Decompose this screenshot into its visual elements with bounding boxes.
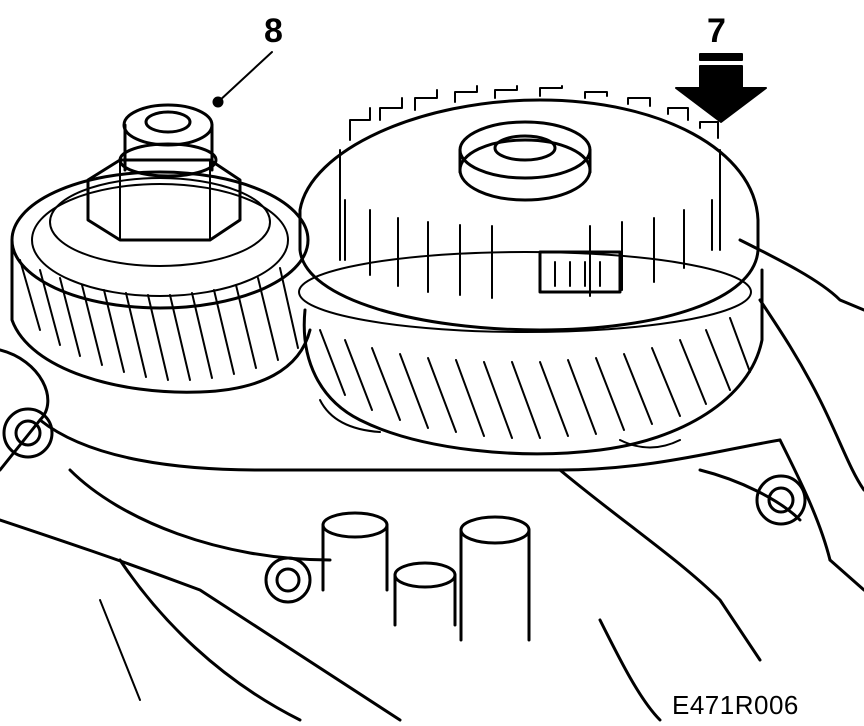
- shaft-nut: [86, 103, 242, 242]
- left-helical-gear: [10, 170, 312, 394]
- leader-dot-8: [212, 96, 224, 108]
- large-helical-gear: [302, 268, 764, 456]
- synchro-gear-assembly: [298, 85, 760, 333]
- housing: [0, 238, 864, 722]
- callout-label-7: 7: [707, 12, 726, 50]
- bolt-holes: [2, 407, 807, 604]
- figure-code: E471R006: [672, 690, 799, 720]
- arrow-down-icon: [675, 53, 767, 123]
- dowel-pins: [321, 511, 531, 642]
- leader-line-8: [217, 51, 273, 103]
- callout-label-8: 8: [264, 12, 283, 50]
